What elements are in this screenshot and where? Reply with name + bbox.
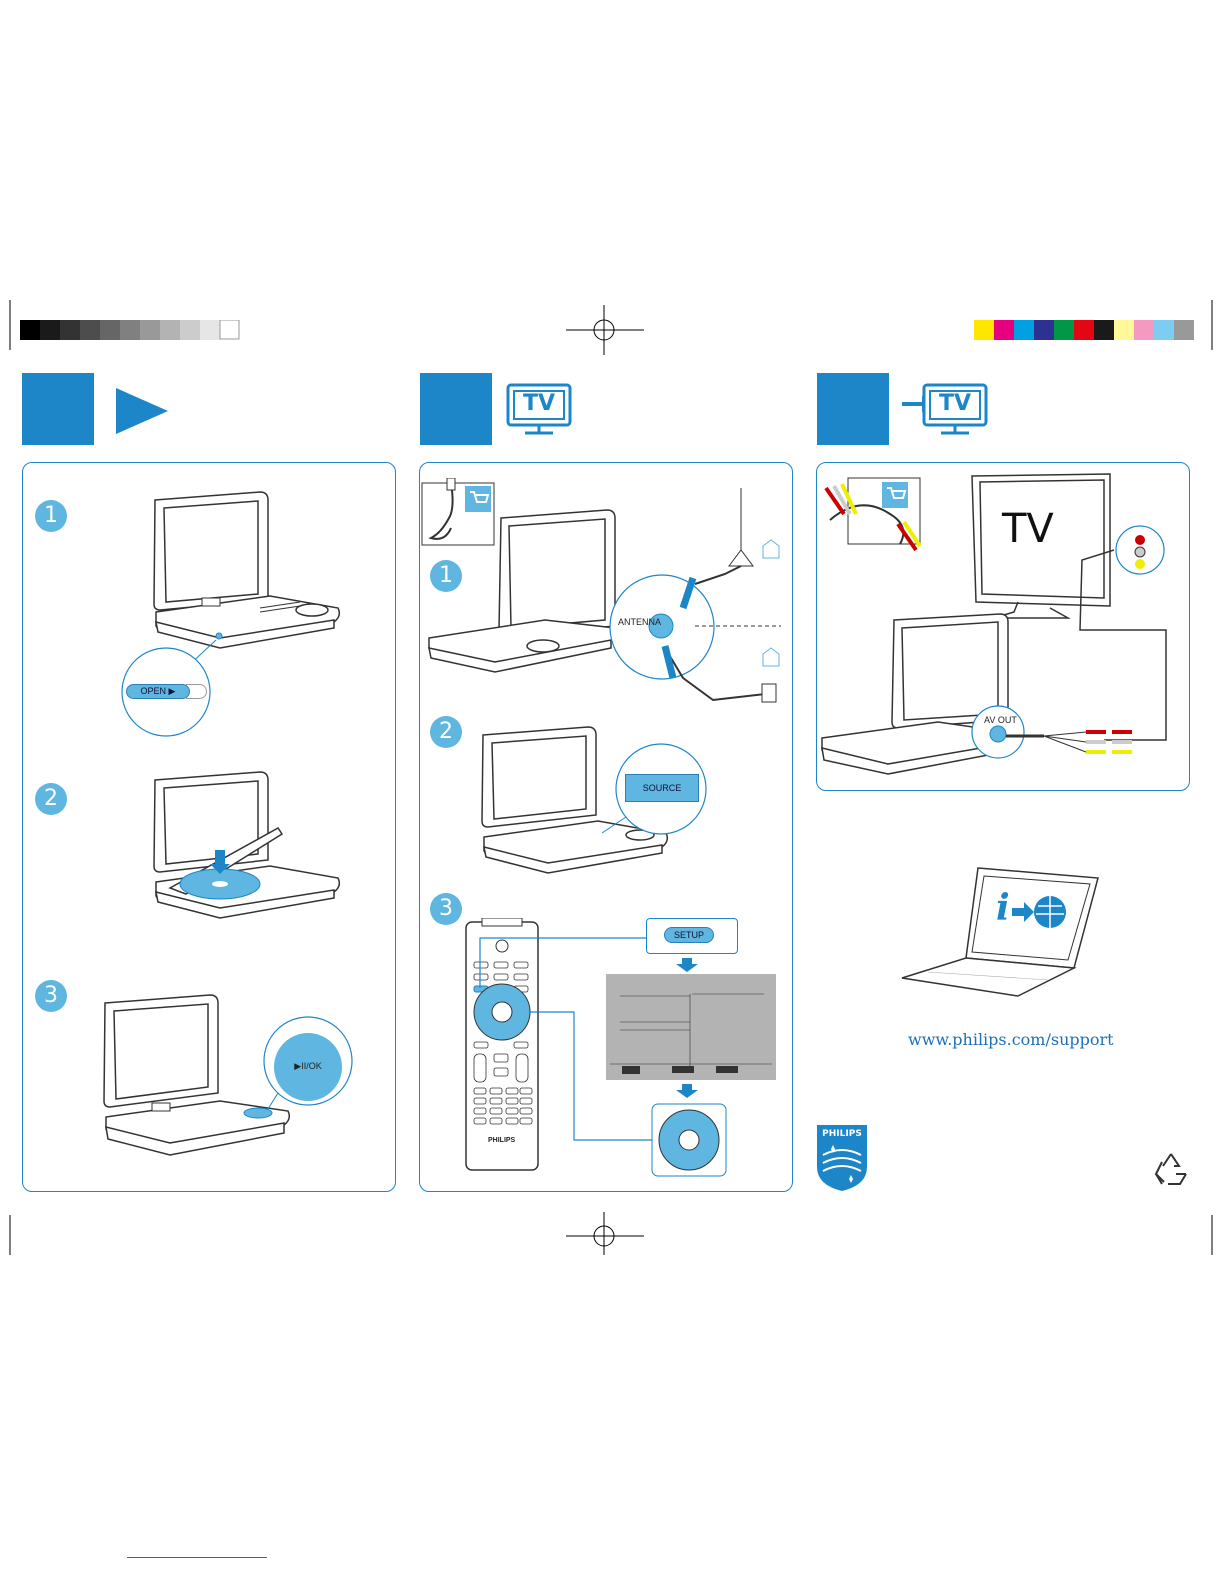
step-2-badge: 2	[430, 716, 462, 748]
tv-connect-icon-label: TV	[921, 391, 989, 416]
philips-logo: PHILIPS	[817, 1125, 867, 1191]
support-laptop-illustration: i	[898, 862, 1103, 997]
player-load-disc-illustration	[150, 770, 350, 945]
antenna-connection-illustration	[425, 478, 785, 708]
info-icon: i	[996, 887, 1010, 929]
section-badge-1	[22, 373, 94, 445]
open-button-track	[186, 684, 207, 699]
player-source-illustration	[478, 725, 708, 895]
source-button: SOURCE	[625, 774, 699, 802]
tv-connect-icon: TV	[902, 382, 998, 438]
player-play-illustration	[100, 993, 360, 1168]
section-badge-2	[420, 373, 492, 445]
footer-line	[127, 1557, 267, 1558]
recycle-icon	[1152, 1152, 1190, 1188]
open-button: OPEN ▶	[126, 684, 190, 699]
av-out-label: AV OUT	[984, 715, 1017, 725]
remote-brand: PHILIPS	[488, 1137, 515, 1144]
tv-icon: TV	[505, 382, 573, 438]
player-open-illustration	[120, 490, 350, 740]
step-3-badge: 3	[35, 980, 67, 1012]
step-1-badge: 1	[35, 500, 67, 532]
play-icon	[116, 388, 168, 434]
step-3-badge: 3	[430, 893, 462, 925]
step-2-badge: 2	[35, 783, 67, 815]
section-badge-3	[817, 373, 889, 445]
play-ok-button: ▶II/OK	[282, 1061, 334, 1072]
tv-icon-label: TV	[505, 391, 573, 416]
philips-logo-text: PHILIPS	[817, 1129, 867, 1139]
antenna-label: ANTENNA	[618, 617, 661, 627]
tv-screen-label: TV	[1002, 506, 1054, 552]
setup-callout-frame	[646, 918, 738, 954]
support-url[interactable]: www.philips.com/support	[908, 1030, 1114, 1049]
